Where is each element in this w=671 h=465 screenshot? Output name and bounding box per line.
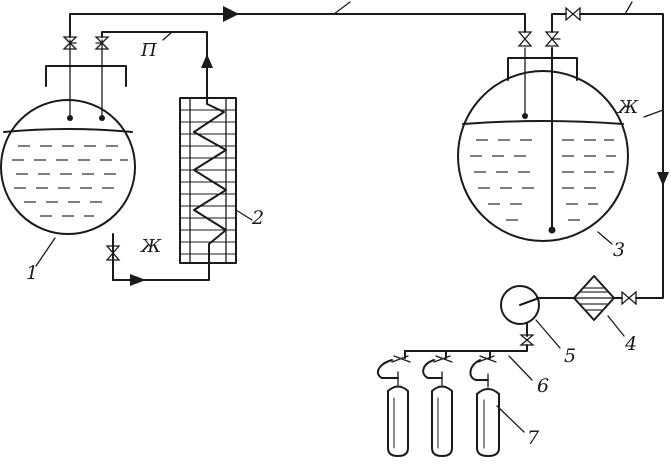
- cylinder-2: [431, 371, 453, 457]
- cylinder-valve-3: [469, 355, 497, 381]
- arrow-liquid-left: [130, 274, 146, 286]
- arrow-liquid-down: [657, 172, 669, 186]
- arrow-header: [223, 6, 239, 22]
- valve-tank1-left: [62, 36, 78, 50]
- tank-3: [457, 47, 629, 242]
- valve-tank1-right: [94, 36, 110, 50]
- valve-tank3-right: [544, 31, 561, 47]
- label-filter-4: 4: [624, 333, 637, 355]
- label-tank-1: 1: [26, 262, 38, 284]
- label-heater-2: 2: [251, 207, 264, 229]
- label-vapor-line: П: [140, 40, 157, 61]
- filter-4: [573, 275, 615, 321]
- label-distribution-6: 6: [537, 375, 549, 397]
- cylinder-3: [476, 373, 500, 457]
- valve-tank1-bottom: [105, 245, 121, 261]
- label-liquid-line-left: Ж: [139, 236, 162, 257]
- cylinder-valve-1: [376, 355, 411, 379]
- label-liquid-line-right: Ж: [616, 97, 639, 118]
- heater-2: [179, 54, 237, 264]
- cylinder-1: [387, 371, 409, 457]
- cylinder-valve-2: [422, 355, 453, 379]
- label-cylinders-7: 7: [527, 427, 540, 449]
- tank-1: [0, 39, 136, 281]
- label-pump-5: 5: [564, 345, 576, 367]
- arrow-vapor-up: [201, 54, 213, 68]
- valve-before-filter: [621, 290, 637, 306]
- valve-tank3-left: [517, 31, 533, 47]
- valve-top-right: [565, 6, 581, 22]
- label-tank-3: 3: [613, 239, 625, 261]
- valve-after-pump: [519, 334, 535, 346]
- pump-5: [500, 285, 540, 325]
